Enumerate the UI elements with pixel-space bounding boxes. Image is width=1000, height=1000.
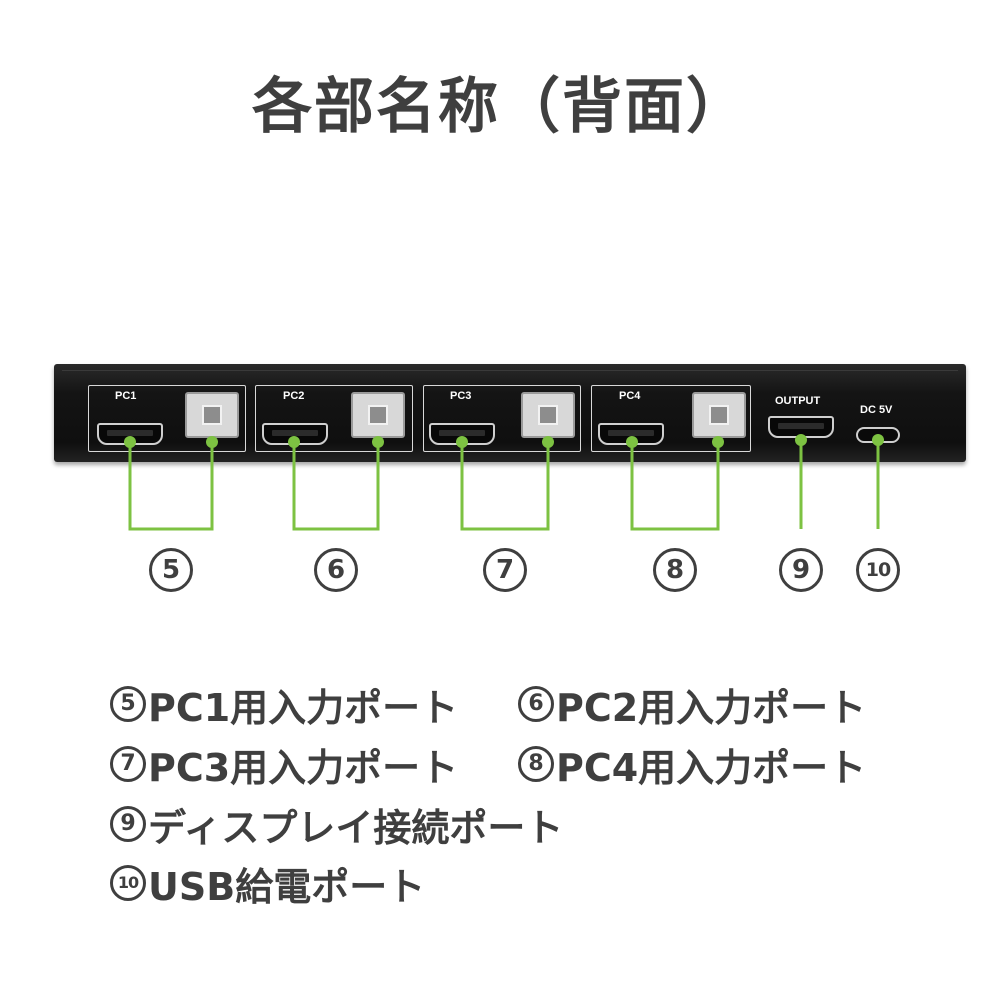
hdmi-port-pc4 <box>598 423 664 445</box>
legend-text: PC4用入力ポート <box>556 745 867 790</box>
port-label-pc1: PC1 <box>115 390 137 402</box>
legend-text: PC1用入力ポート <box>148 685 459 730</box>
legend-text: PC3用入力ポート <box>148 745 459 790</box>
callout-8: 8 <box>653 548 697 592</box>
legend-number: 9 <box>110 806 146 842</box>
legend-text: USB給電ポート <box>148 864 426 909</box>
legend-number: 6 <box>518 686 554 722</box>
connector-dot <box>872 434 884 446</box>
connector-dot <box>795 434 807 446</box>
pc1-port-group <box>88 385 246 452</box>
callout-9: 9 <box>779 548 823 592</box>
connector-pc1 <box>128 442 214 531</box>
connector-dot <box>124 436 136 448</box>
legend-number: 7 <box>110 746 146 782</box>
callout-6: 6 <box>314 548 358 592</box>
legend-number: 5 <box>110 686 146 722</box>
connector-pc4 <box>630 442 720 531</box>
connector-dot <box>456 436 468 448</box>
legend-text: ディスプレイ接続ポート <box>148 805 564 850</box>
connector-dot <box>712 436 724 448</box>
legend-number: 8 <box>518 746 554 782</box>
connector-dot <box>206 436 218 448</box>
usb-b-port-pc3 <box>521 392 575 438</box>
page-title: 各部名称（背面） <box>252 72 748 142</box>
connector-pc2 <box>292 442 380 531</box>
port-label-pc3: PC3 <box>450 390 472 402</box>
callout-7: 7 <box>483 548 527 592</box>
connector-pc3 <box>460 442 550 531</box>
pc2-port-group <box>255 385 413 452</box>
pc4-port-group <box>591 385 751 452</box>
connector-dot <box>288 436 300 448</box>
pc3-port-group <box>423 385 581 452</box>
callout-10: 10 <box>856 548 900 592</box>
panel-edge <box>62 370 958 453</box>
connector-dot <box>626 436 638 448</box>
legend-number: 10 <box>110 865 146 901</box>
port-label-dc5v: DC 5V <box>860 404 893 416</box>
usb-b-port-pc1 <box>185 392 239 438</box>
connector-dot <box>372 436 384 448</box>
legend-text: PC2用入力ポート <box>556 685 867 730</box>
port-label-pc4: PC4 <box>619 390 641 402</box>
connector-dot <box>542 436 554 448</box>
callout-5: 5 <box>149 548 193 592</box>
port-label-output: OUTPUT <box>775 395 821 407</box>
port-label-pc2: PC2 <box>283 390 305 402</box>
